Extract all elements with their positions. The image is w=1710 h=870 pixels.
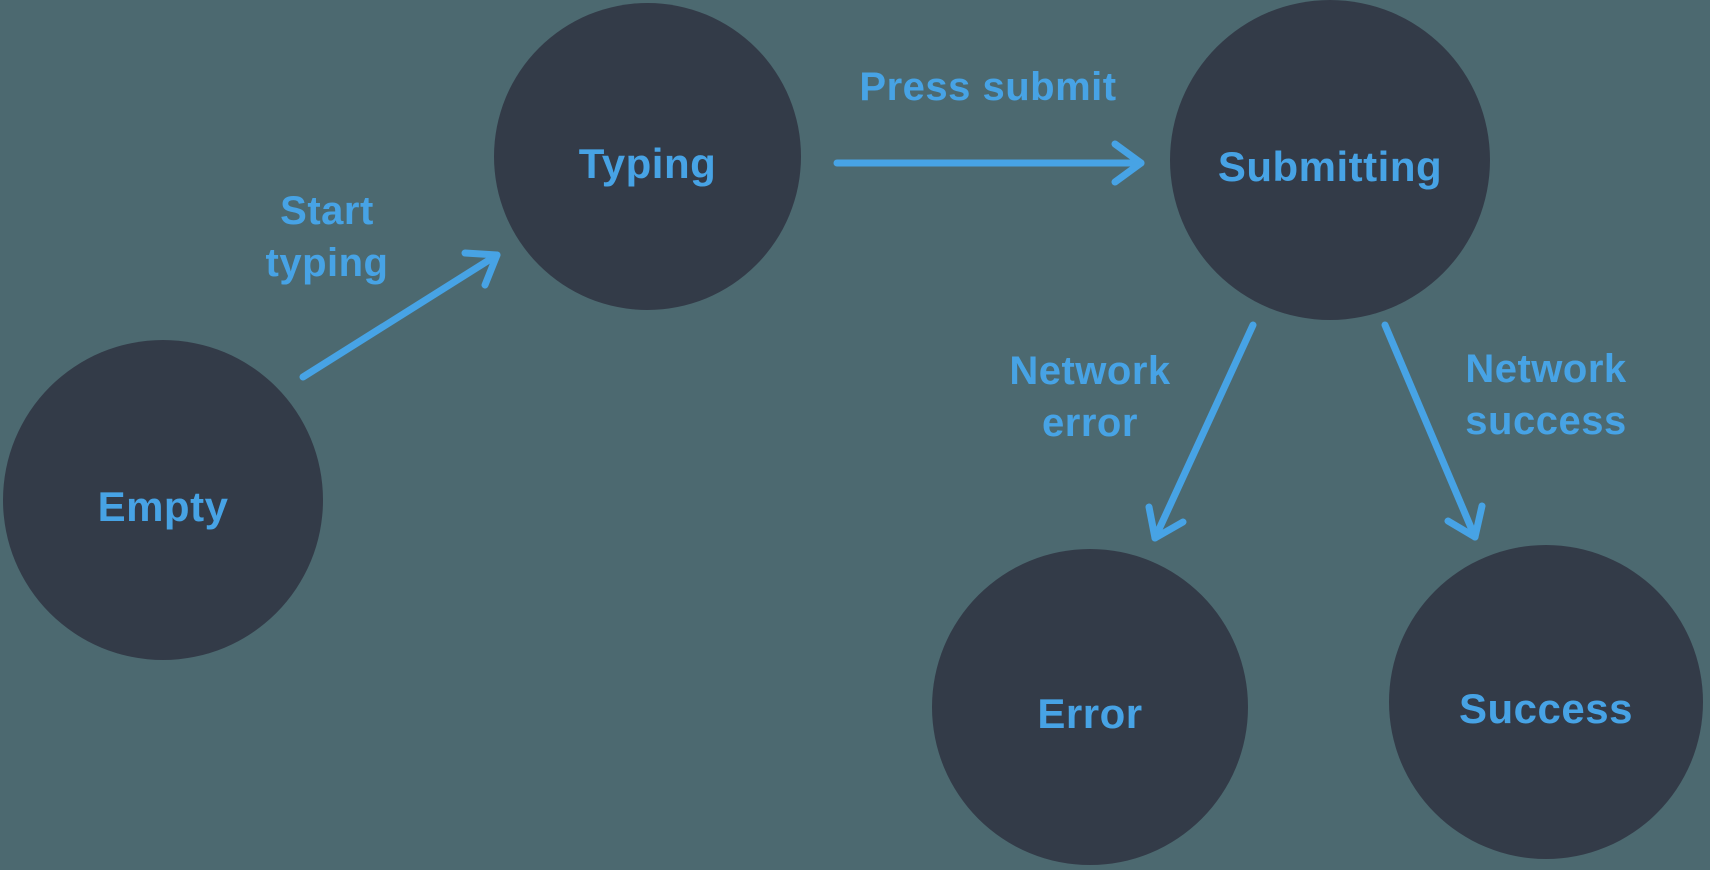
arrow-shaft (1381, 321, 1479, 541)
state-label-empty: Empty (97, 483, 229, 530)
arrow-head (1111, 140, 1145, 186)
transition-label-network-error: Network error (1009, 349, 1171, 445)
arrow-shaft (1151, 321, 1257, 542)
state-label-error: Error (1037, 690, 1143, 737)
state-node-submitting: Submitting (1170, 0, 1490, 320)
arrow-head (461, 249, 501, 289)
arrow-head (1145, 503, 1187, 542)
state-label-typing: Typing (578, 139, 717, 187)
transition-arrow-start-typing (299, 249, 501, 381)
state-node-error: Error (932, 549, 1248, 865)
arrow-head (1444, 502, 1486, 541)
state-node-typing: Typing (494, 3, 801, 310)
transition-label-network-success: Network success (1465, 347, 1627, 443)
transition-label-start-typing: Start typing (265, 189, 389, 285)
arrow-shaft (299, 251, 501, 381)
transition-arrow-network-error (1145, 321, 1257, 542)
state-node-empty: Empty (3, 340, 323, 660)
state-node-success: Success (1389, 545, 1703, 859)
state-label-success: Success (1459, 685, 1633, 732)
transition-label-press-submit: Press submit (859, 65, 1117, 109)
state-label-submitting: Submitting (1217, 143, 1443, 190)
transition-arrow-network-success (1381, 321, 1486, 541)
transition-arrow-press-submit (833, 140, 1145, 186)
